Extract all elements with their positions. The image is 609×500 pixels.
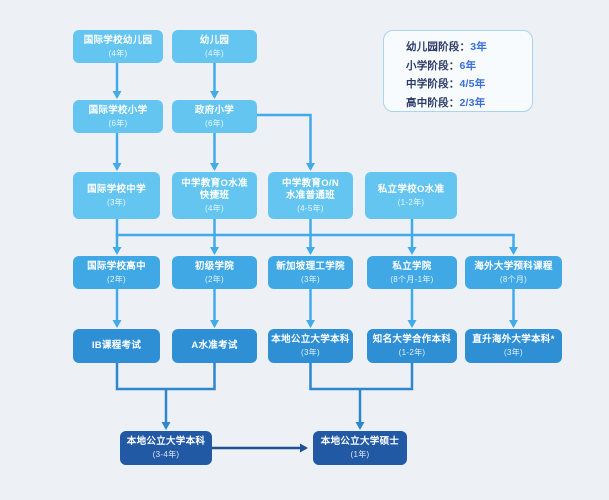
node-title: 本地公立大学本科 <box>271 334 350 345</box>
node-title: 海外大学预科课程 <box>474 260 553 272</box>
node-title: 幼儿园 <box>199 34 230 46</box>
node-subtitle: (4-5年) <box>297 203 324 213</box>
node-overseas-foundation: 海外大学预科课程 (8个月) <box>465 256 562 289</box>
legend-box: 幼儿园阶段：3年 小学阶段：6年 中学阶段：4/5年 高中阶段：2/3年 <box>383 30 533 112</box>
node-kindergarten: 幼儿园 (4年) <box>172 30 257 63</box>
node-private-college: 私立学院 (8个月-1年) <box>367 256 457 289</box>
node-local-uni-3y: 本地公立大学本科 (3年) <box>268 329 353 363</box>
node-intl-secondary: 国际学校中学 (3年) <box>73 172 160 219</box>
node-gov-primary: 政府小学 (6年) <box>172 100 257 133</box>
node-intl-highschool: 国际学校高中 (2年) <box>73 256 160 289</box>
legend-label: 小学阶段： <box>406 59 460 72</box>
node-private-olevel: 私立学校O水准 (1-2年) <box>365 172 457 219</box>
node-ib-exam: IB课程考试 <box>73 329 160 363</box>
node-subtitle: (1-2年) <box>397 197 425 207</box>
node-subtitle: (1-2年) <box>398 348 426 357</box>
node-subtitle: (3年) <box>107 197 126 207</box>
node-title: 本地公立大学本科 <box>126 436 206 447</box>
node-subtitle: (1年) <box>350 450 370 459</box>
node-title: A水准考试 <box>191 340 238 351</box>
node-polytechnic: 新加坡理工学院 (3年) <box>268 256 353 289</box>
node-title: 国际学校小学 <box>88 104 148 116</box>
node-title: 初级学院 <box>194 260 235 272</box>
node-subtitle: (3年) <box>301 348 320 357</box>
legend-row-kindergarten: 幼儿园阶段：3年 <box>406 38 532 57</box>
node-title: 私立学校O水准 <box>377 183 445 195</box>
node-onlevel-normal: 中学教育O/N 水准普通班 (4-5年) <box>268 172 353 219</box>
node-junior-college: 初级学院 (2年) <box>172 256 257 289</box>
node-intl-kindergarten: 国际学校幼儿园 (4年) <box>73 30 163 63</box>
node-subtitle: (6年) <box>205 118 224 128</box>
node-alevel-exam: A水准考试 <box>172 329 257 363</box>
legend-value: 2/3年 <box>459 96 486 109</box>
legend-label: 中学阶段： <box>406 78 460 90</box>
node-subtitle: (8个月-1年) <box>390 274 434 284</box>
bus-feeders <box>115 219 414 236</box>
legend-label: 幼儿园阶段： <box>406 41 471 53</box>
node-title: 新加坡理工学院 <box>276 260 345 272</box>
node-subtitle: (2年) <box>107 274 126 284</box>
node-title: 本地公立大学硕士 <box>320 436 400 447</box>
merge-right <box>309 363 414 391</box>
node-subtitle: (3年) <box>504 348 523 357</box>
node-title: 国际学校幼儿园 <box>83 34 153 46</box>
legend-row-secondary: 中学阶段：4/5年 <box>406 75 532 94</box>
node-title: 国际学校高中 <box>87 260 146 272</box>
node-subtitle: (2年) <box>205 274 224 284</box>
node-olevel-express: 中学教育O水准 快捷班 (4年) <box>172 172 257 219</box>
node-intl-primary: 国际学校小学 (6年) <box>73 100 163 133</box>
node-subtitle: (6年) <box>108 118 128 128</box>
legend-row-primary: 小学阶段：6年 <box>406 57 532 76</box>
node-subtitle: (3年) <box>301 274 320 284</box>
node-subtitle: (8个月) <box>499 274 528 284</box>
merge-left <box>115 363 216 391</box>
node-subtitle: (4年) <box>205 48 224 58</box>
node-title: 国际学校中学 <box>87 183 146 195</box>
node-local-uni-bachelor: 本地公立大学本科 (3-4年) <box>120 431 212 465</box>
legend-value: 4/5年 <box>459 78 486 90</box>
node-title: 知名大学合作本科 <box>372 334 452 345</box>
node-local-uni-master: 本地公立大学硕士 (1年) <box>313 431 407 465</box>
legend-value: 3年 <box>470 41 487 53</box>
arrow-gov-to-normal <box>257 113 315 171</box>
node-title: 直升海外大学本科* <box>472 334 555 345</box>
node-title: 中学教育O/N 水准普通班 <box>282 177 339 201</box>
node-subtitle: (4年) <box>205 203 224 213</box>
node-subtitle: (4年) <box>108 48 128 58</box>
node-partner-uni: 知名大学合作本科 (1-2年) <box>367 329 457 363</box>
node-title: 私立学院 <box>392 260 432 272</box>
node-subtitle: (3-4年) <box>152 450 180 459</box>
legend-row-highschool: 高中阶段：2/3年 <box>406 94 532 113</box>
node-title: 政府小学 <box>194 104 235 116</box>
node-overseas-direct: 直升海外大学本科* (3年) <box>465 329 562 363</box>
node-title: IB课程考试 <box>91 340 142 351</box>
node-title: 中学教育O水准 快捷班 <box>181 177 248 201</box>
legend-value: 6年 <box>459 59 477 72</box>
legend-label: 高中阶段： <box>406 96 460 109</box>
